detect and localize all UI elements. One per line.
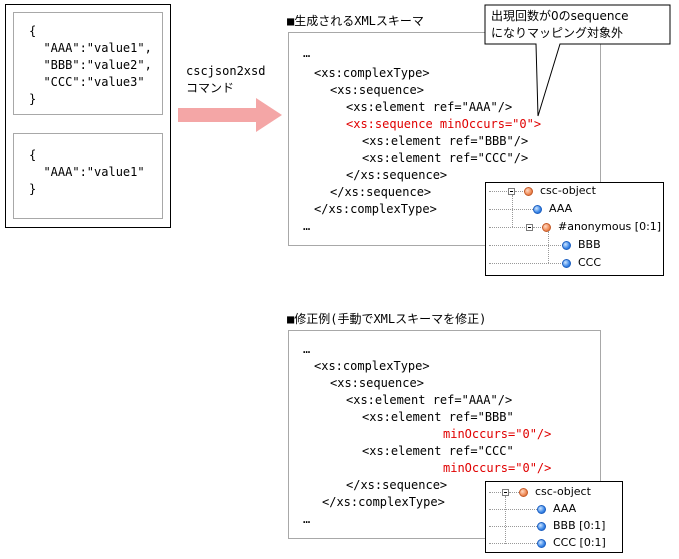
json-line: "AAA":"value1", (29, 41, 152, 55)
callout-balloon (484, 4, 671, 117)
code-line: <xs:complexType> (314, 66, 430, 80)
json-line: "AAA":"value1" (29, 165, 145, 179)
highlighted-code-line: minOccurs="0"/> (443, 461, 552, 475)
tree-node-ccc[interactable]: CCC (578, 256, 602, 269)
collapse-icon[interactable] (508, 188, 515, 195)
code-line: <xs:element ref="BBB"/> (362, 134, 529, 148)
element-node-icon (537, 505, 546, 514)
group-node-icon (542, 223, 551, 232)
fixed-schema-title: ■修正例(手動でXMLスキーマを修正) (287, 312, 487, 326)
code-line: <xs:element ref="AAA"/> (346, 100, 513, 114)
code-line: <xs:element ref="AAA"/> (346, 393, 513, 407)
highlighted-code-line: minOccurs="0"/> (443, 427, 552, 441)
mapping-tree-fixed: csc-object AAA BBB [0:1] CCC [0:1] (485, 481, 623, 553)
tree-node-root[interactable]: csc-object (535, 485, 591, 498)
code-line: … (303, 46, 311, 60)
element-node-icon (519, 488, 528, 497)
code-line: </xs:complexType> (314, 202, 437, 216)
code-line: </xs:sequence> (346, 168, 448, 182)
collapse-icon[interactable] (526, 224, 533, 231)
code-line: <xs:element ref="CCC"/> (362, 151, 529, 165)
command-name: cscjson2xsd (186, 64, 266, 78)
callout-text-line1: 出現回数が0のsequence (491, 9, 629, 23)
element-node-icon (537, 522, 546, 531)
json-example-2: { "AAA":"value1" } (13, 133, 163, 219)
tree-node-bbb[interactable]: BBB (578, 238, 601, 251)
json-line: { (29, 24, 37, 38)
highlighted-code-line: <xs:sequence minOccurs="0"> (346, 117, 542, 131)
callout-text-line2: になりマッピング対象外 (491, 26, 624, 40)
conversion-arrow (178, 98, 282, 132)
element-node-icon (524, 187, 533, 196)
json-line: "CCC":"value3" (29, 75, 145, 89)
tree-node-ccc[interactable]: CCC [0:1] (553, 536, 606, 549)
element-node-icon (537, 539, 546, 548)
json-line: } (29, 182, 37, 196)
code-line: <xs:element ref="BBB" (362, 410, 514, 424)
code-line: … (303, 219, 311, 233)
mapping-tree-generated: csc-object AAA #anonymous [0:1] BBB CCC (485, 182, 664, 276)
code-line: <xs:complexType> (314, 359, 430, 373)
json-line: } (29, 92, 37, 106)
element-node-icon (562, 241, 571, 250)
code-line: <xs:element ref="CCC" (362, 444, 514, 458)
code-line: </xs:complexType> (322, 495, 445, 509)
code-line: … (303, 512, 311, 526)
generated-schema-title: ■生成されるXMLスキーマ (287, 14, 424, 28)
code-line: <xs:sequence> (330, 376, 424, 390)
json-line: { (29, 148, 37, 162)
tree-node-anonymous[interactable]: #anonymous [0:1] (558, 220, 662, 233)
json-example-1: { "AAA":"value1", "BBB":"value2", "CCC":… (13, 12, 163, 115)
tree-node-aaa[interactable]: AAA (549, 202, 573, 215)
json-line: "BBB":"value2", (29, 58, 152, 72)
code-line: </xs:sequence> (346, 478, 448, 492)
code-line: <xs:sequence> (330, 83, 424, 97)
tree-node-bbb[interactable]: BBB [0:1] (553, 519, 606, 532)
element-node-icon (533, 205, 542, 214)
collapse-icon[interactable] (502, 489, 509, 496)
tree-node-aaa[interactable]: AAA (553, 502, 577, 515)
code-line: … (303, 342, 311, 356)
code-line: </xs:sequence> (330, 185, 432, 199)
command-suffix: コマンド (186, 81, 235, 95)
element-node-icon (562, 259, 571, 268)
tree-node-root[interactable]: csc-object (540, 184, 596, 197)
